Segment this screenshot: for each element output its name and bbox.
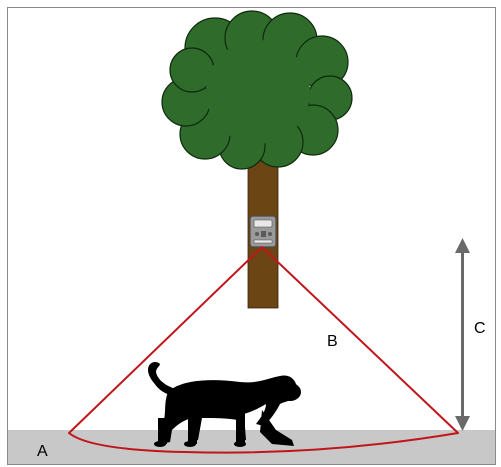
trail-camera-icon [249,215,277,248]
label-c: C [474,320,486,337]
double-headed-arrow-icon [455,238,470,431]
label-b: B [327,333,338,350]
label-a: A [37,443,48,460]
big-cat-silhouette-icon [148,362,301,447]
tree-icon [161,10,353,170]
ground [8,430,495,464]
detection-zone [68,246,459,454]
